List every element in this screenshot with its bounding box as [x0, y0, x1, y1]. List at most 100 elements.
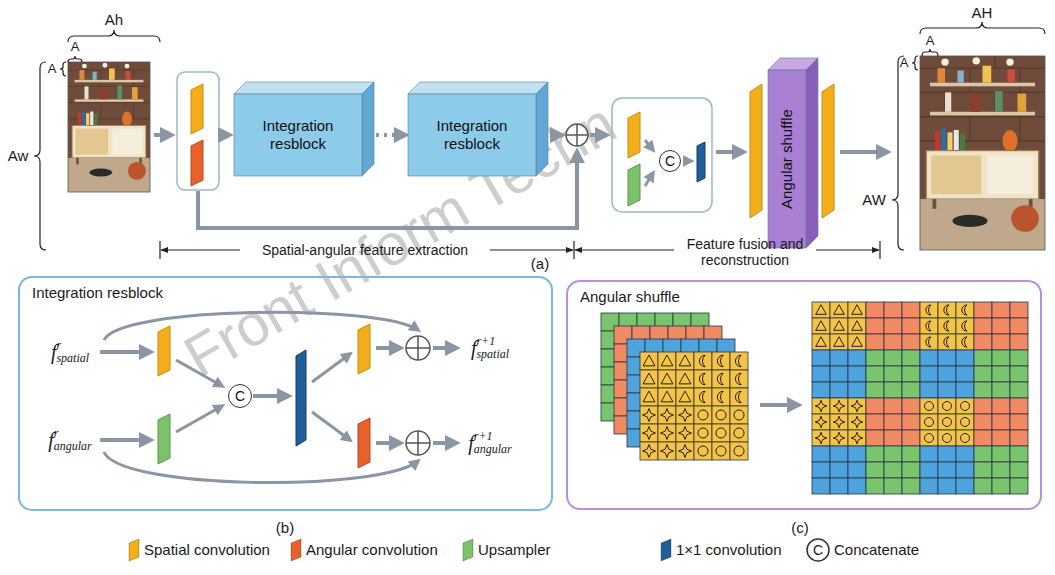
flow-arrow — [176, 406, 222, 432]
angular-shuffle-grid — [601, 302, 1028, 494]
grid-cell — [884, 318, 902, 334]
grid-cell — [712, 370, 730, 388]
sum-symbol — [406, 336, 430, 360]
flow-arrow — [433, 346, 456, 350]
dimension-label: A — [926, 34, 935, 49]
legend-swatch-shape — [291, 539, 301, 561]
crescent-symbol — [735, 373, 741, 385]
grid-cell — [1010, 382, 1028, 398]
dimension-label: AW — [862, 191, 886, 208]
star-symbol — [661, 427, 674, 440]
grid-cell — [830, 398, 848, 414]
grid-cell — [902, 462, 920, 478]
subscript: spatial — [476, 348, 509, 361]
flow-arrow — [312, 354, 350, 382]
box-side-face — [536, 82, 548, 176]
sum-symbol — [406, 431, 430, 455]
star-symbol — [679, 409, 692, 422]
box-front-face — [408, 94, 536, 176]
grid-cell — [830, 302, 848, 318]
index-stack: r+1spatial — [476, 335, 509, 361]
star-symbol — [833, 432, 845, 444]
grid-cell — [938, 462, 956, 478]
dimension-label: AH — [972, 4, 993, 21]
superscript: r+1 — [474, 430, 512, 443]
crescent-symbol — [699, 391, 705, 403]
concatenate-circle: C — [659, 150, 681, 172]
subscript: angular — [54, 440, 92, 453]
grid-cell — [920, 318, 938, 334]
circle-symbol — [698, 410, 708, 420]
feature-bar — [158, 326, 170, 376]
grid-cell — [866, 318, 884, 334]
star-symbol — [815, 400, 827, 412]
grid-cell — [812, 318, 830, 334]
dimension-brace — [60, 62, 66, 76]
legend-text: Upsampler — [478, 541, 551, 558]
grid-cell — [956, 350, 974, 366]
index-stack: rangular — [54, 427, 92, 453]
flow-arrow — [683, 160, 691, 163]
triangle-symbol — [816, 321, 827, 331]
concatenate-label: C — [665, 154, 675, 168]
grid-cell — [938, 350, 956, 366]
circle-symbol — [943, 402, 952, 411]
grid-cell — [974, 302, 992, 318]
flow-arrow — [312, 412, 350, 440]
concatenate-symbol — [807, 539, 829, 561]
feature-letter: f — [471, 337, 477, 359]
crescent-symbol — [717, 355, 723, 367]
triangle-symbol — [679, 373, 691, 384]
dimension-line — [490, 249, 573, 250]
dimension-brace — [34, 22, 1045, 250]
grid-cell — [848, 446, 866, 462]
crescent-symbol — [962, 337, 967, 347]
grid-cell — [992, 430, 1010, 446]
flow-arrow — [550, 133, 561, 137]
triangle-symbol — [852, 321, 863, 331]
dimension-label: Ah — [105, 11, 123, 28]
grid-cell — [938, 430, 956, 446]
circle-symbol — [734, 446, 744, 456]
grid-cell — [902, 318, 920, 334]
grid-cell — [730, 370, 748, 388]
output-light-field-image — [920, 56, 1045, 250]
grid-cell — [640, 388, 658, 406]
triangle-symbol — [852, 337, 863, 347]
crescent-symbol — [699, 355, 705, 367]
grid-cell — [920, 366, 938, 382]
crescent-symbol — [717, 373, 723, 385]
legend-swatch — [462, 538, 474, 562]
grid-cell — [1010, 478, 1028, 494]
grid-cell — [938, 446, 956, 462]
flow-arrow — [221, 133, 229, 137]
grid-cell — [812, 350, 830, 366]
circle-symbol — [734, 410, 744, 420]
panel-tag: (c) — [791, 519, 809, 536]
grid-cell — [938, 414, 956, 430]
grid-cell — [920, 398, 938, 414]
grid-cell — [956, 302, 974, 318]
feature-group-outline — [612, 98, 712, 212]
grid-cell — [884, 382, 902, 398]
grid-cell — [658, 352, 676, 370]
crescent-symbol — [944, 305, 949, 315]
grid-cell — [676, 352, 694, 370]
grid-cell — [730, 352, 748, 370]
box-front-face — [768, 70, 806, 248]
grid-cell — [812, 382, 830, 398]
grid-cell — [848, 478, 866, 494]
grid-cell — [712, 388, 730, 406]
dimension-label: A — [71, 40, 80, 55]
stage-label: Feature fusion and reconstruction — [679, 236, 811, 268]
grid-cell — [812, 398, 830, 414]
flow-arrow — [645, 140, 653, 150]
star-symbol — [679, 427, 692, 440]
grid-cell — [848, 398, 866, 414]
dimension-brace — [922, 49, 938, 56]
grid-cell — [938, 398, 956, 414]
grid-cell — [902, 414, 920, 430]
grid-cell — [992, 478, 1010, 494]
triangle-symbol — [643, 373, 655, 384]
grid-cell — [884, 414, 902, 430]
